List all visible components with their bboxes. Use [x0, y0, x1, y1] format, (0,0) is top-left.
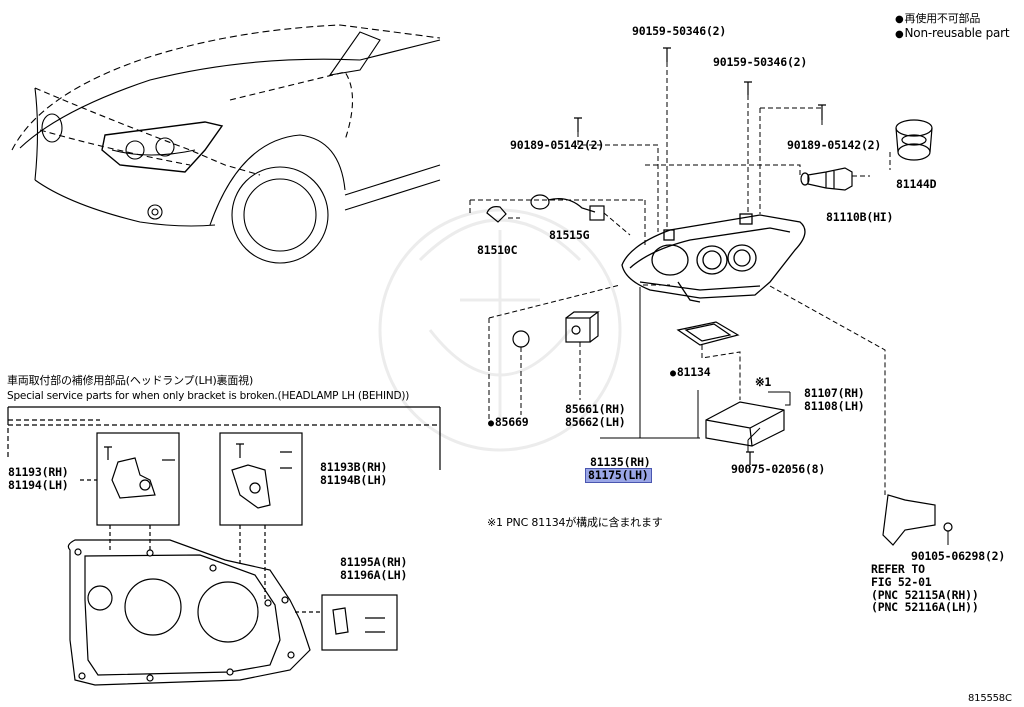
special-note-en: Special service parts for when only brac…	[7, 390, 410, 402]
part-label-81510C[interactable]: 81510C	[477, 243, 518, 257]
special-service-section	[7, 406, 441, 470]
part-label-81110B[interactable]: 81110B(HI)	[826, 210, 894, 224]
part-label-81515G[interactable]: 81515G	[549, 228, 590, 242]
legend-jp: 再使用不可部品	[895, 12, 980, 26]
part-label-81175-highlighted[interactable]: 81175(LH)	[585, 468, 652, 483]
part-label-81196A[interactable]: 81196A(LH)	[340, 568, 408, 582]
special-note-jp: 車両取付部の補修用部品(ヘッドランプ(LH)裏面視)	[7, 374, 254, 387]
legend-en-text: Non-reusable part	[904, 26, 1010, 40]
gasket-81134-illustration	[676, 321, 740, 346]
part-label-90105[interactable]: 90105-06298(2)	[911, 549, 1006, 563]
headlamp-rear-plate	[67, 525, 311, 686]
part-label-81134[interactable]: 81134	[670, 366, 711, 380]
refer-line-1[interactable]: REFER TO	[871, 562, 925, 576]
bracket-81193-box	[80, 432, 180, 526]
part-label-81194B[interactable]: 81194B(LH)	[320, 473, 388, 487]
footnote: ※1 PNC 81134が構成に含まれます	[487, 516, 663, 529]
legend-jp-text: 再使用不可部品	[904, 12, 981, 25]
ballast-81107-illustration	[705, 401, 785, 447]
part-label-81107-mark: ※1	[755, 375, 772, 389]
screw-icons	[574, 47, 826, 465]
part-label-81108[interactable]: 81108(LH)	[804, 399, 865, 413]
bracket-52115A-illustration	[882, 494, 953, 546]
cap-81144D-illustration	[895, 119, 933, 161]
part-label-90189-a[interactable]: 90189-05142(2)	[510, 138, 605, 152]
part-label-81144D[interactable]: 81144D	[896, 177, 937, 191]
part-label-81107[interactable]: 81107(RH)	[804, 386, 865, 400]
bracket-81193B-box	[219, 432, 303, 526]
actuator-85661-illustration	[565, 311, 600, 343]
part-label-90189-b[interactable]: 90189-05142(2)	[787, 138, 882, 152]
ring-85669-illustration	[512, 330, 530, 348]
part-label-81135[interactable]: 81135(RH)	[590, 455, 651, 469]
part-label-90159-b[interactable]: 90159-50346(2)	[713, 55, 808, 69]
part-label-85669[interactable]: 85669	[488, 416, 529, 430]
bulb-81510C-illustration	[486, 206, 507, 223]
part-label-81193[interactable]: 81193(RH)	[8, 465, 69, 479]
refer-line-2[interactable]: FIG 52-01	[871, 575, 932, 589]
part-label-85661[interactable]: 85661(RH)	[565, 402, 626, 416]
legend-en: Non-reusable part	[895, 26, 1010, 41]
refer-line-3[interactable]: (PNC 52115A(RH))	[871, 588, 979, 602]
vehicle-front-illustration	[11, 24, 441, 264]
headlamp-assembly-illustration	[621, 213, 806, 303]
bracket-81195A-box	[295, 594, 398, 651]
part-label-81193B[interactable]: 81193B(RH)	[320, 460, 388, 474]
leader-lines	[469, 62, 949, 545]
refer-line-4[interactable]: (PNC 52116A(LH))	[871, 600, 979, 614]
part-label-85662[interactable]: 85662(LH)	[565, 415, 626, 429]
part-label-90159-a[interactable]: 90159-50346(2)	[632, 24, 727, 38]
part-label-81195A[interactable]: 81195A(RH)	[340, 555, 408, 569]
part-label-90075[interactable]: 90075-02056(8)	[731, 462, 826, 476]
figure-id: 815558C	[968, 693, 1012, 704]
part-label-81194[interactable]: 81194(LH)	[8, 478, 69, 492]
bulb-81110B-illustration	[800, 167, 853, 191]
